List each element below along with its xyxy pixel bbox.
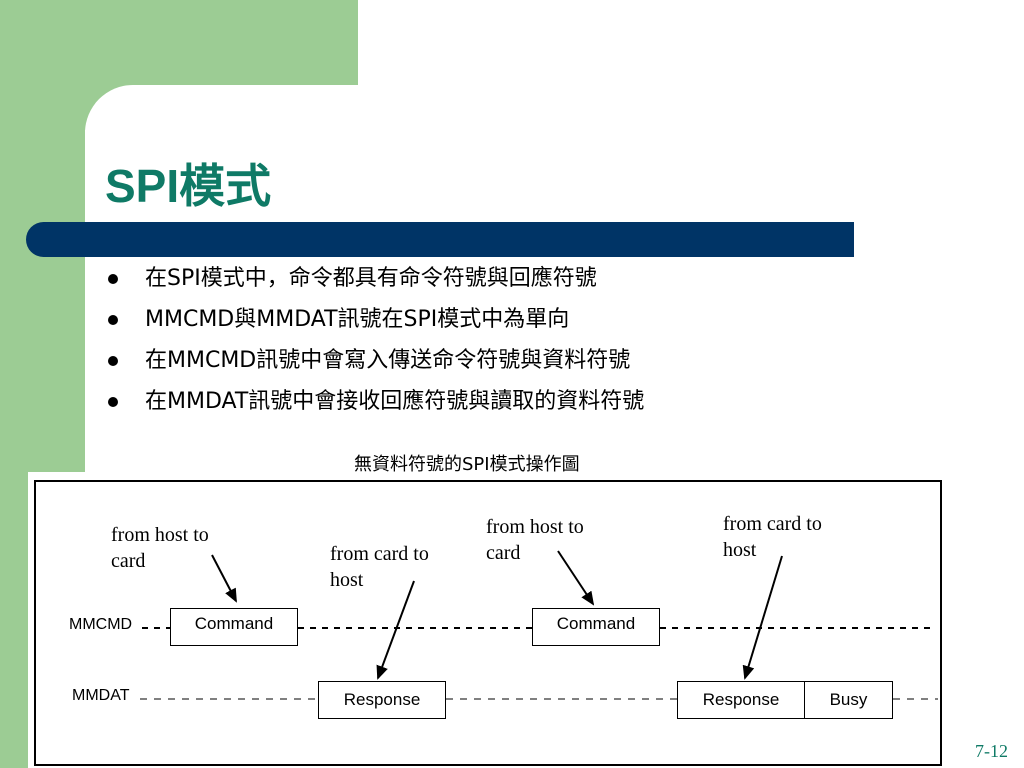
command-box-2: Command <box>532 608 660 646</box>
arrow-card-to-host-1 <box>376 580 415 680</box>
bullet-text: 在MMCMD訊號中會寫入傳送命令符號與資料符號 <box>145 348 631 373</box>
arrow-host-to-card-1 <box>211 554 237 603</box>
bullet-text: MMCMD與MMDAT訊號在SPI模式中為單向 <box>145 307 570 332</box>
bullet-text: 在MMDAT訊號中會接收回應符號與讀取的資料符號 <box>145 389 645 414</box>
title-underline-bar <box>26 222 854 257</box>
arrow-card-to-host-2 <box>742 555 783 680</box>
diagram-caption: 無資料符號的SPI模式操作圖 <box>354 454 580 475</box>
page-number: 7-12 <box>975 741 1008 761</box>
bullet-item: MMCMD與MMDAT訊號在SPI模式中為單向 <box>105 303 644 344</box>
response-box-2: Response <box>677 681 805 719</box>
response-box-1: Response <box>318 681 446 719</box>
bullet-dot-icon <box>108 356 118 366</box>
bullet-item: 在SPI模式中，命令都具有命令符號與回應符號 <box>105 262 644 303</box>
bullet-dot-icon <box>108 315 118 325</box>
bullet-item: 在MMCMD訊號中會寫入傳送命令符號與資料符號 <box>105 344 644 385</box>
diagram-lines <box>140 550 938 700</box>
signal-label-mmcmd: MMCMD <box>69 616 133 633</box>
bullet-item: 在MMDAT訊號中會接收回應符號與讀取的資料符號 <box>105 385 644 426</box>
bullet-text: 在SPI模式中，命令都具有命令符號與回應符號 <box>145 266 597 291</box>
command-box-1: Command <box>170 608 298 646</box>
bullet-dot-icon <box>108 274 118 284</box>
bullet-dot-icon <box>108 397 118 407</box>
busy-box: Busy <box>804 681 893 719</box>
signal-label-mmdat: MMDAT <box>72 687 130 704</box>
slide-title: SPI模式 <box>105 160 272 212</box>
arrow-host-to-card-2 <box>557 550 595 606</box>
bullet-list: 在SPI模式中，命令都具有命令符號與回應符號 MMCMD與MMDAT訊號在SPI… <box>105 262 644 426</box>
